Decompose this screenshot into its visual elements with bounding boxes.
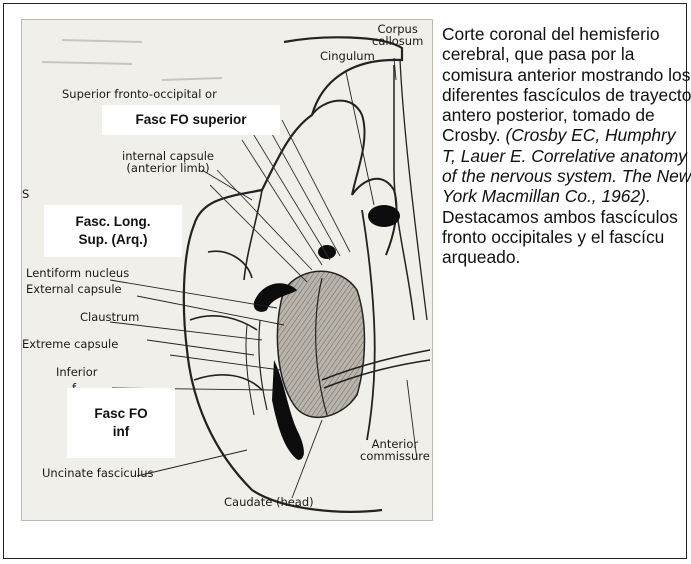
- internal-capsule-fibers: [210, 120, 350, 282]
- label-lentiform-nucleus: Lentiform nucleus: [26, 267, 129, 279]
- label-corpus-callosum: Corpus callosum: [372, 23, 423, 47]
- cingulum-bundle: [368, 205, 400, 227]
- label-s-fragment: S: [22, 188, 29, 200]
- box-fasc-fo-inf-line2: inf: [113, 424, 130, 439]
- box-fasc-fo-superior: Fasc FO superior: [102, 105, 280, 135]
- label-external-capsule: External capsule: [26, 283, 122, 295]
- label-cingulum: Cingulum: [320, 50, 375, 62]
- label-caudate-head: Caudate (head): [224, 496, 314, 508]
- figure-caption: Corte coronal del hemisferio cerebral, q…: [442, 24, 691, 268]
- figure-frame: Corpus callosum Cingulum Superior fronto…: [3, 3, 687, 559]
- gyrus-outline-lower: [190, 190, 262, 390]
- claustrum-line: [259, 320, 267, 410]
- box-fasc-long-sup-line1: Fasc. Long.: [75, 214, 150, 229]
- fronto-occipital-bundle: [318, 245, 336, 259]
- label-claustrum: Claustrum: [80, 311, 139, 323]
- label-internal-capsule: internal capsule (anterior limb): [122, 150, 214, 174]
- box-fasc-long-sup: Fasc. Long. Sup. (Arq.): [44, 205, 182, 257]
- label-anterior-commissure: Anterior commissure: [360, 438, 430, 462]
- label-extreme-capsule: Extreme capsule: [22, 338, 118, 350]
- label-anterior-commissure-line2: commissure: [360, 449, 430, 463]
- scan-bleed-marks: [42, 40, 222, 80]
- box-fasc-fo-inf: Fasc FO inf: [67, 388, 175, 458]
- gyrus-outline-upper: [312, 101, 396, 255]
- brain-section-figure: Corpus callosum Cingulum Superior fronto…: [21, 19, 433, 521]
- box-fasc-fo-inf-line1: Fasc FO: [94, 406, 147, 421]
- label-superior-fronto-occipital: Superior fronto-occipital or: [62, 88, 217, 100]
- caption-closing: Destacamos ambos fascículos fronto occip…: [442, 207, 678, 268]
- corpus-callosum-fibers: [400, 60, 427, 320]
- label-corpus-callosum-line2: callosum: [372, 34, 423, 48]
- box-fasc-long-sup-line2: Sup. (Arq.): [78, 232, 147, 247]
- label-uncinate-fasciculus: Uncinate fasciculus: [42, 467, 154, 479]
- label-inferior: Inferior: [56, 366, 98, 378]
- label-internal-capsule-line2: (anterior limb): [126, 161, 209, 175]
